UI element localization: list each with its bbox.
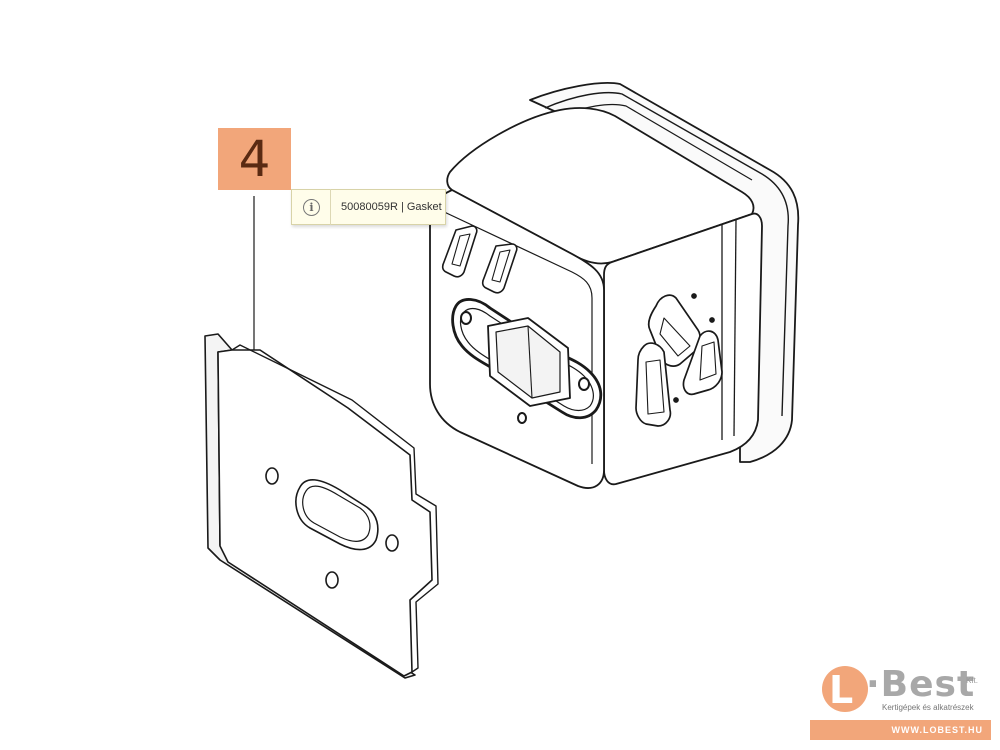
tooltip-divider: [330, 189, 331, 225]
tooltip-text: 50080059R | Gasket: [341, 201, 442, 213]
part-tooltip[interactable]: i 50080059R | Gasket: [291, 189, 446, 225]
muffler-inlet-flange: [451, 298, 603, 424]
gasket-part[interactable]: [204, 333, 439, 679]
logo-kft: Kft.: [966, 676, 979, 685]
side-vents: [635, 293, 723, 427]
lobest-logo[interactable]: L ·Best Kft. Kertigépek és alkatrészek W…: [808, 660, 993, 742]
logo-circle: [822, 666, 868, 712]
callout-badge[interactable]: 4: [218, 128, 291, 190]
callout-number: 4: [238, 130, 271, 188]
cooling-slots: [441, 225, 518, 294]
logo-tagline: Kertigépek és alkatrészek: [882, 703, 974, 712]
muffler-body: [429, 82, 800, 489]
info-icon: i: [303, 198, 320, 216]
logo-wordmark: ·Best: [866, 664, 976, 705]
logo-letter: L: [829, 668, 854, 712]
logo-url-bar[interactable]: WWW.LOBEST.HU: [810, 720, 991, 740]
